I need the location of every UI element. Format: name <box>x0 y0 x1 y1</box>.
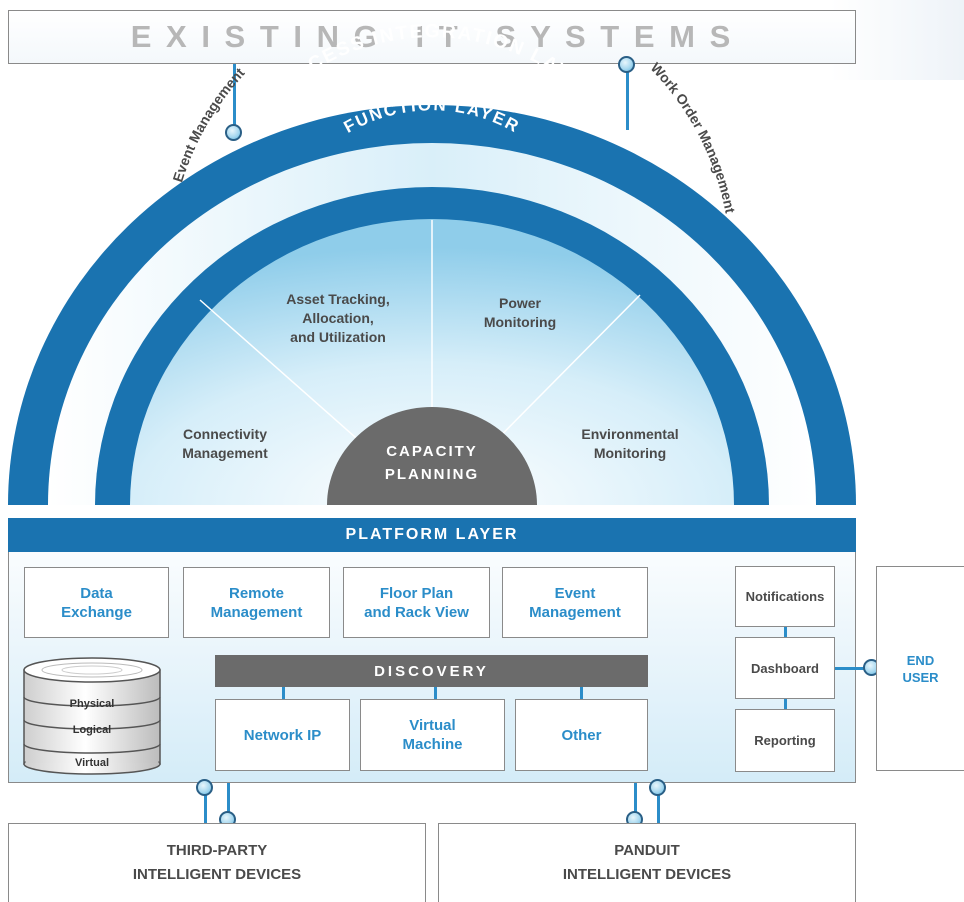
node-existing-left <box>225 124 242 141</box>
discovery-network-ip: Network IP <box>215 699 350 771</box>
existing-it-systems-label: E X I S T I N G I T S Y S T E M S <box>130 19 734 54</box>
discovery-link-3 <box>580 687 583 699</box>
side-dashboard-label: Dashboard <box>751 660 819 676</box>
connector-existing-left <box>233 64 236 130</box>
module-data-exchange-label: Data Exchange <box>61 584 132 621</box>
connector-existing-right <box>626 64 629 130</box>
end-user-label: END USER <box>902 652 939 685</box>
third-party-devices-box: THIRD-PARTY INTELLIGENT DEVICES <box>8 823 426 902</box>
layer-arch-diagram: PROCESS INTEGRATION LAYER FUNCTION LAYER… <box>8 21 856 505</box>
side-link-1 <box>784 627 787 637</box>
function-environmental-monitoring: Environmental Monitoring <box>581 426 679 461</box>
capacity-planning-label: CAPACITY PLANNING <box>384 443 480 483</box>
capacity-planning-dome <box>327 407 537 505</box>
module-remote-management: Remote Management <box>183 567 330 638</box>
connector-panduit-a <box>634 783 637 823</box>
existing-it-systems-box: E X I S T I N G I T S Y S T E M S <box>8 10 856 64</box>
function-power-monitoring: Power Monitoring <box>483 295 557 330</box>
function-asset-tracking: Asset Tracking, Allocation, and Utilizat… <box>286 291 390 345</box>
discovery-virtual-machine: Virtual Machine <box>360 699 505 771</box>
third-party-devices-label: THIRD-PARTY INTELLIGENT DEVICES <box>132 842 302 883</box>
discovery-label: DISCOVERY <box>374 662 489 680</box>
db-layer-logical: Logical <box>72 724 112 736</box>
discovery-link-2 <box>434 687 437 699</box>
side-reporting-label: Reporting <box>754 733 816 748</box>
end-user-link <box>835 667 876 670</box>
module-floor-plan: Floor Plan and Rack View <box>343 567 490 638</box>
panduit-devices-box: PANDUIT INTELLIGENT DEVICES <box>438 823 856 902</box>
discovery-virtual-machine-label: Virtual Machine <box>402 717 463 753</box>
side-link-2 <box>784 699 787 709</box>
panduit-devices-label: PANDUIT INTELLIGENT DEVICES <box>562 842 732 883</box>
platform-layer-header: PLATFORM LAYER <box>8 518 856 552</box>
end-user-box: END USER <box>876 566 964 771</box>
discovery-link-1 <box>282 687 285 699</box>
module-remote-management-label: Remote Management <box>210 584 303 621</box>
discovery-other-label: Other <box>561 726 602 744</box>
connector-third-party-b <box>227 783 230 823</box>
module-data-exchange: Data Exchange <box>24 567 169 638</box>
side-notifications: Notifications <box>735 566 835 627</box>
node-third-party-a <box>196 779 213 796</box>
side-reporting: Reporting <box>735 709 835 772</box>
discovery-network-ip-label: Network IP <box>243 726 322 744</box>
db-layer-virtual: Virtual <box>74 757 110 769</box>
node-panduit-b <box>649 779 666 796</box>
discovery-bar: DISCOVERY <box>215 655 648 687</box>
connector-third-party-a <box>204 783 207 823</box>
module-floor-plan-label: Floor Plan and Rack View <box>364 584 469 621</box>
side-notifications-label: Notifications <box>745 589 825 604</box>
connector-panduit-b <box>657 783 660 823</box>
function-connectivity-management: Connectivity Management <box>182 426 268 461</box>
discovery-other: Other <box>515 699 648 771</box>
platform-layer-title: PLATFORM LAYER <box>345 526 519 543</box>
module-event-management: Event Management <box>502 567 648 638</box>
module-event-management-label: Event Management <box>529 584 621 621</box>
side-dashboard: Dashboard <box>735 637 835 699</box>
process-layer-title: PROCESS INTEGRATION LAYER <box>265 21 599 104</box>
database-stack-icon <box>23 657 161 775</box>
db-layer-physical: Physical <box>69 698 115 710</box>
node-existing-right <box>618 56 635 73</box>
